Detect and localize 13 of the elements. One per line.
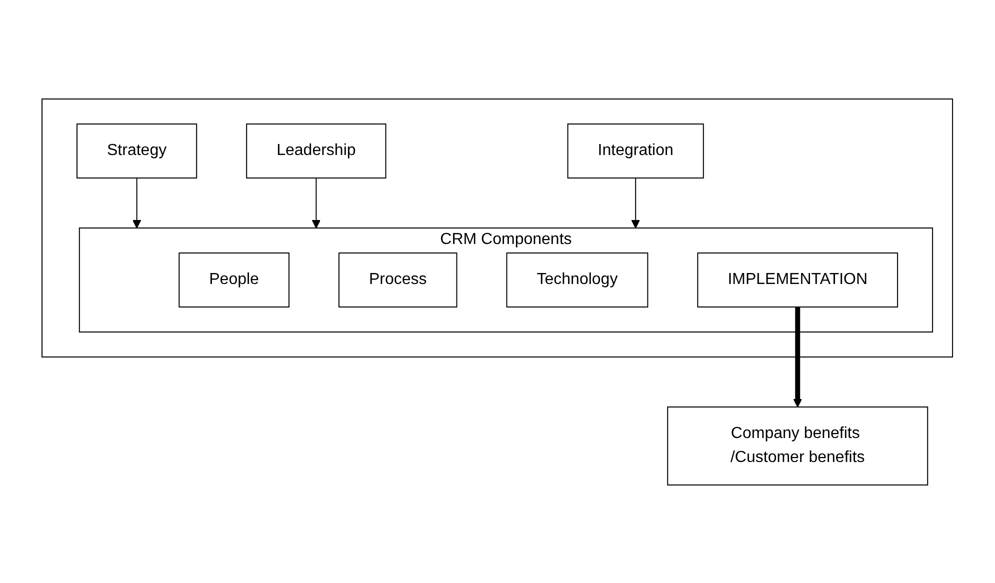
arrow (631, 177, 640, 228)
node-box: Leadership (246, 123, 386, 178)
node-box: Company benefits /Customer benefits (667, 406, 928, 485)
cluster (42, 98, 954, 357)
node-box: Strategy (76, 123, 198, 178)
node-box: Technology (506, 252, 648, 307)
node-box: Process (338, 252, 458, 307)
node-box: Integration (568, 123, 704, 178)
node-box: People (178, 252, 290, 307)
node-box: IMPLEMENTATION (697, 252, 898, 307)
arrow (793, 306, 802, 407)
arrow (132, 177, 142, 228)
arrow (312, 177, 321, 228)
